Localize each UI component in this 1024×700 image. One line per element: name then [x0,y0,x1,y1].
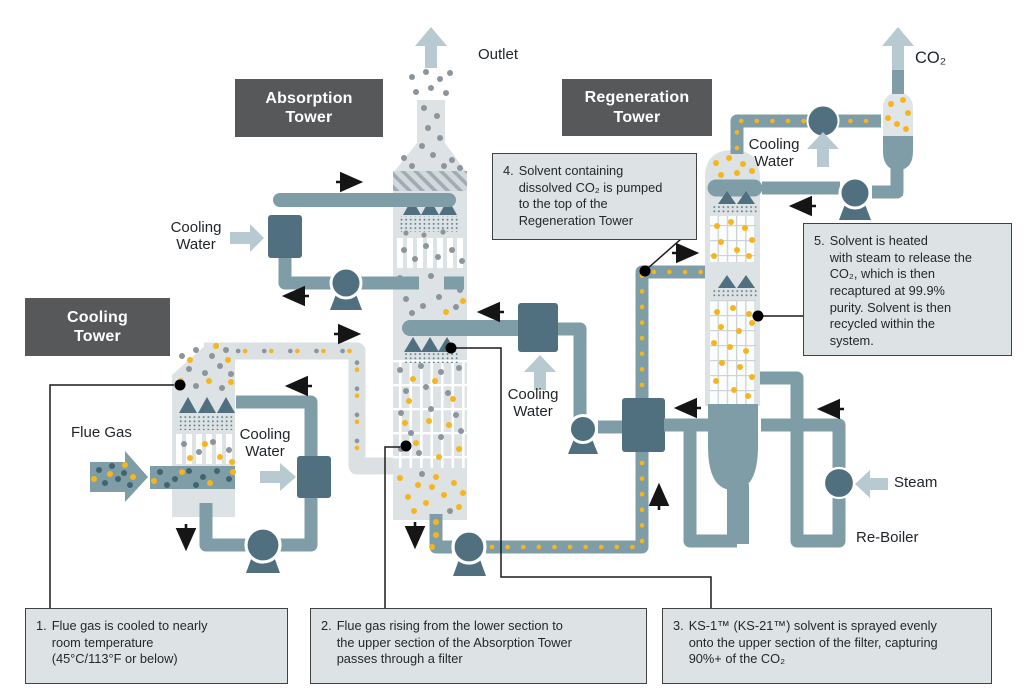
callout-box-4: 4. Solvent containing dissolved CO₂ is p… [492,153,697,240]
heat-exchanger-icon [297,456,331,498]
callout-box-3: 3. KS-1™ (KS-21™) solvent is sprayed eve… [662,608,992,684]
spray-nozzles-icon [718,191,755,204]
absorber-cooling-circuit [268,193,464,310]
heat-exchanger-icon [622,398,665,452]
cooling-water-arrow-icon [524,355,556,390]
regen-left-piping [664,418,737,548]
overhead-cooler-icon [806,104,840,138]
absorption-tower-label: Absorption Tower [235,79,383,137]
cooling-water-label-absorber: Cooling Water [170,219,222,253]
spray-nozzles-icon [179,397,235,413]
flue-gas-duct [204,342,394,475]
flue-gas-label: Flue Gas [71,424,132,441]
reboiler-loop [760,371,856,548]
absorption-tower [393,69,467,520]
tower-sump-vessel [708,404,758,490]
cooling-tower-label: Cooling Tower [25,298,170,356]
stream-arrow-icons [230,27,914,498]
cooling-water-label-mid: Cooling Water [507,386,559,420]
flue-gas-arrow-icon [90,451,148,502]
spray-nozzles-icon [718,275,755,288]
heat-exchanger-icon [268,215,302,258]
cooling-tower-water-circuit [199,395,331,573]
pump-icon [329,266,363,310]
steam-arrow-icon [855,470,888,498]
callout-number: 5. [814,233,825,248]
callout-box-1: 1. Flue gas is cooled to nearly room tem… [25,608,288,684]
outlet-arrow-icon [415,27,447,68]
flue-inlet-pipe [150,466,235,489]
callout-text: Flue gas rising from the lower section t… [336,618,572,667]
regeneration-tower [705,150,763,544]
spray-mist [177,414,234,430]
cooling-water-arrow-icon [230,224,264,252]
callout-text: Flue gas is cooled to nearly room temper… [51,618,208,667]
cooling-water-label-regen: Cooling Water [748,136,800,170]
callout-number: 3. [673,618,684,633]
callout-number: 2. [321,618,332,633]
reboiler-label: Re-Boiler [856,529,919,546]
callout-text: Solvent containing dissolved CO₂ is pump… [518,163,663,228]
steam-heater-icon [822,466,856,500]
pump-icon [568,414,598,454]
pump-icon [244,526,282,573]
callout-text: KS-1™ (KS-21™) solvent is sprayed evenly… [688,618,938,667]
cooling-water-arrow-icon [807,132,839,167]
regeneration-tower-label: Regeneration Tower [562,79,712,136]
pump-icon [451,529,487,576]
outlet-label: Outlet [478,46,519,63]
slat-filter-icon [397,238,463,268]
regen-overhead-system [730,66,913,220]
callout-number: 4. [503,163,514,178]
co2-arrow-icon [882,27,914,70]
lean-solvent-return [402,303,624,454]
cooling-tower [150,343,236,517]
cooling-water-label-cooling-tower: Cooling Water [239,426,291,460]
callout-number: 1. [36,618,47,633]
gas-dots-icon [179,347,234,391]
solvent-cooler-icon [518,303,558,352]
callout-text: Solvent is heated with steam to release … [829,233,972,348]
co2-label: CO₂ [915,49,947,67]
callout-leader-lines [49,238,803,610]
callout-box-2: 2. Flue gas rising from the lower sectio… [310,608,647,684]
flow-direction-arrows [175,171,844,552]
demister-filter-icon [393,171,467,191]
steam-label: Steam [894,474,938,491]
callout-anchor-dots [174,265,764,452]
outlet-gas-dots-icon [401,69,463,171]
pump-icon [838,176,872,220]
condenser-vessel [883,92,913,196]
cooling-water-arrow-icon [260,463,296,491]
callout-box-5: 5. Solvent is heated with steam to relea… [803,223,1012,356]
